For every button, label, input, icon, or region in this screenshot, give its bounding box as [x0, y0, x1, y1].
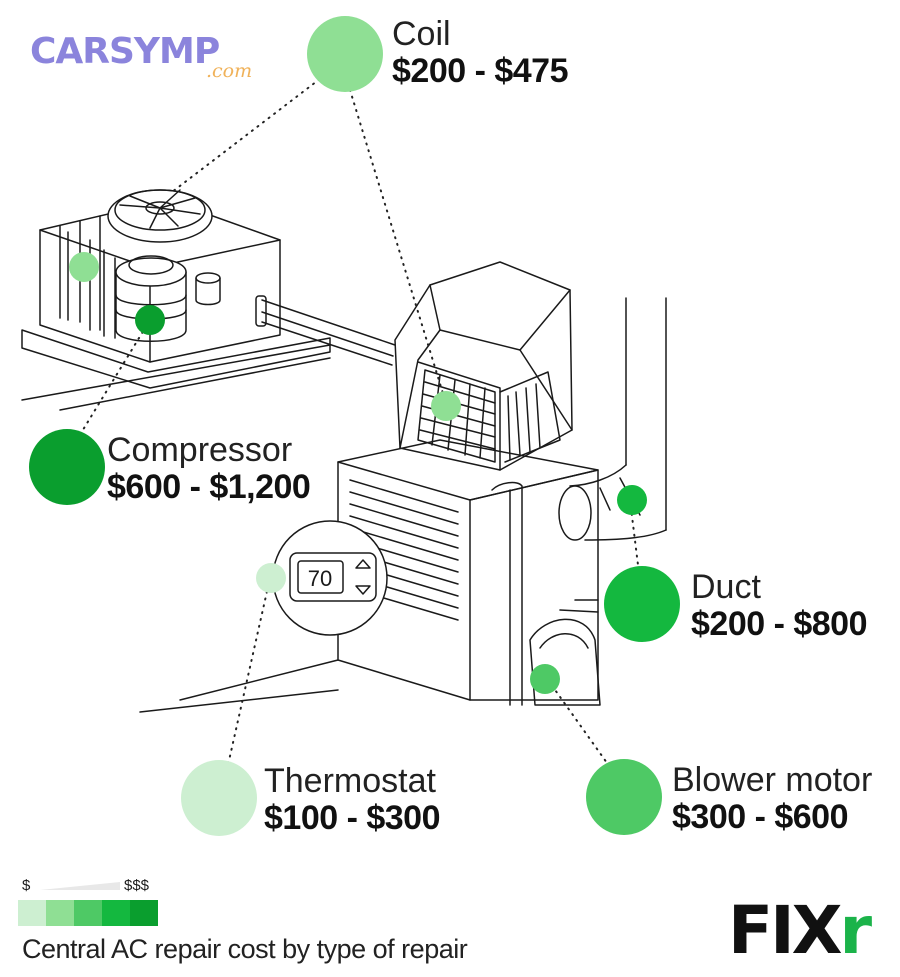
carsymp-logo: CARSYMP .com — [30, 31, 252, 83]
legend-scale — [18, 900, 158, 926]
blower-motor-label: Blower motor $300 - $600 — [672, 761, 873, 837]
legend-low-label: $ — [22, 877, 31, 894]
condenser-fan — [107, 189, 213, 243]
legend-swatch — [18, 900, 46, 926]
carsymp-wordmark: CARSYMP — [30, 31, 220, 72]
refrigerant-lines — [255, 295, 396, 366]
blower-motor-marker — [530, 664, 560, 694]
duct-price: $200 - $800 — [691, 605, 868, 644]
legend-swatch — [130, 900, 158, 926]
coil-marker — [69, 252, 99, 282]
fixr-logo: FIXr — [728, 898, 872, 964]
thermostat-swatch — [181, 760, 257, 836]
coil-price: $200 - $475 — [392, 52, 569, 91]
coil-name: Coil — [392, 15, 451, 53]
duct-swatch — [604, 566, 680, 642]
compressor-marker — [135, 305, 165, 335]
duct — [558, 297, 667, 541]
legend-swatch — [102, 900, 130, 926]
thermostat-marker — [256, 563, 286, 593]
blower-motor-swatch — [586, 759, 662, 835]
coil-label: Coil $200 - $475 — [392, 15, 569, 91]
legend-swatch — [74, 900, 102, 926]
duct-label: Duct $200 - $800 — [691, 568, 868, 644]
thermostat-reading: 70 — [308, 566, 332, 591]
legend-high-label: $$$ — [124, 877, 150, 894]
drain-pipe — [491, 481, 523, 706]
leader-lines — [77, 74, 639, 771]
duct-name: Duct — [691, 568, 761, 606]
legend-swatch — [46, 900, 74, 926]
blower-motor-name: Blower motor — [672, 761, 873, 799]
fixr-logo-main: FIX — [728, 892, 843, 969]
air-handler-top — [394, 261, 573, 471]
coil-marker — [431, 391, 461, 421]
thermostat-device — [289, 552, 377, 602]
fixr-logo-accent: r — [839, 892, 873, 969]
blower-motor-price: $300 - $600 — [672, 798, 849, 837]
thermostat-name: Thermostat — [264, 762, 436, 800]
compressor-swatch — [29, 429, 105, 505]
carsymp-suffix: .com — [206, 60, 253, 82]
coil-swatch — [307, 16, 383, 92]
blower-housing — [529, 599, 601, 706]
compressor-body — [115, 255, 221, 342]
duct-marker — [617, 485, 647, 515]
thermostat-price: $100 - $300 — [264, 799, 441, 838]
caption: Central AC repair cost by type of repair — [22, 934, 468, 964]
compressor-label: Compressor $600 - $1,200 — [107, 431, 311, 507]
compressor-name: Compressor — [107, 431, 293, 469]
condenser-unit — [21, 199, 331, 411]
compressor-price: $600 - $1,200 — [107, 468, 311, 507]
legend-ramp — [40, 882, 120, 890]
thermostat-label: Thermostat $100 - $300 — [264, 762, 441, 838]
